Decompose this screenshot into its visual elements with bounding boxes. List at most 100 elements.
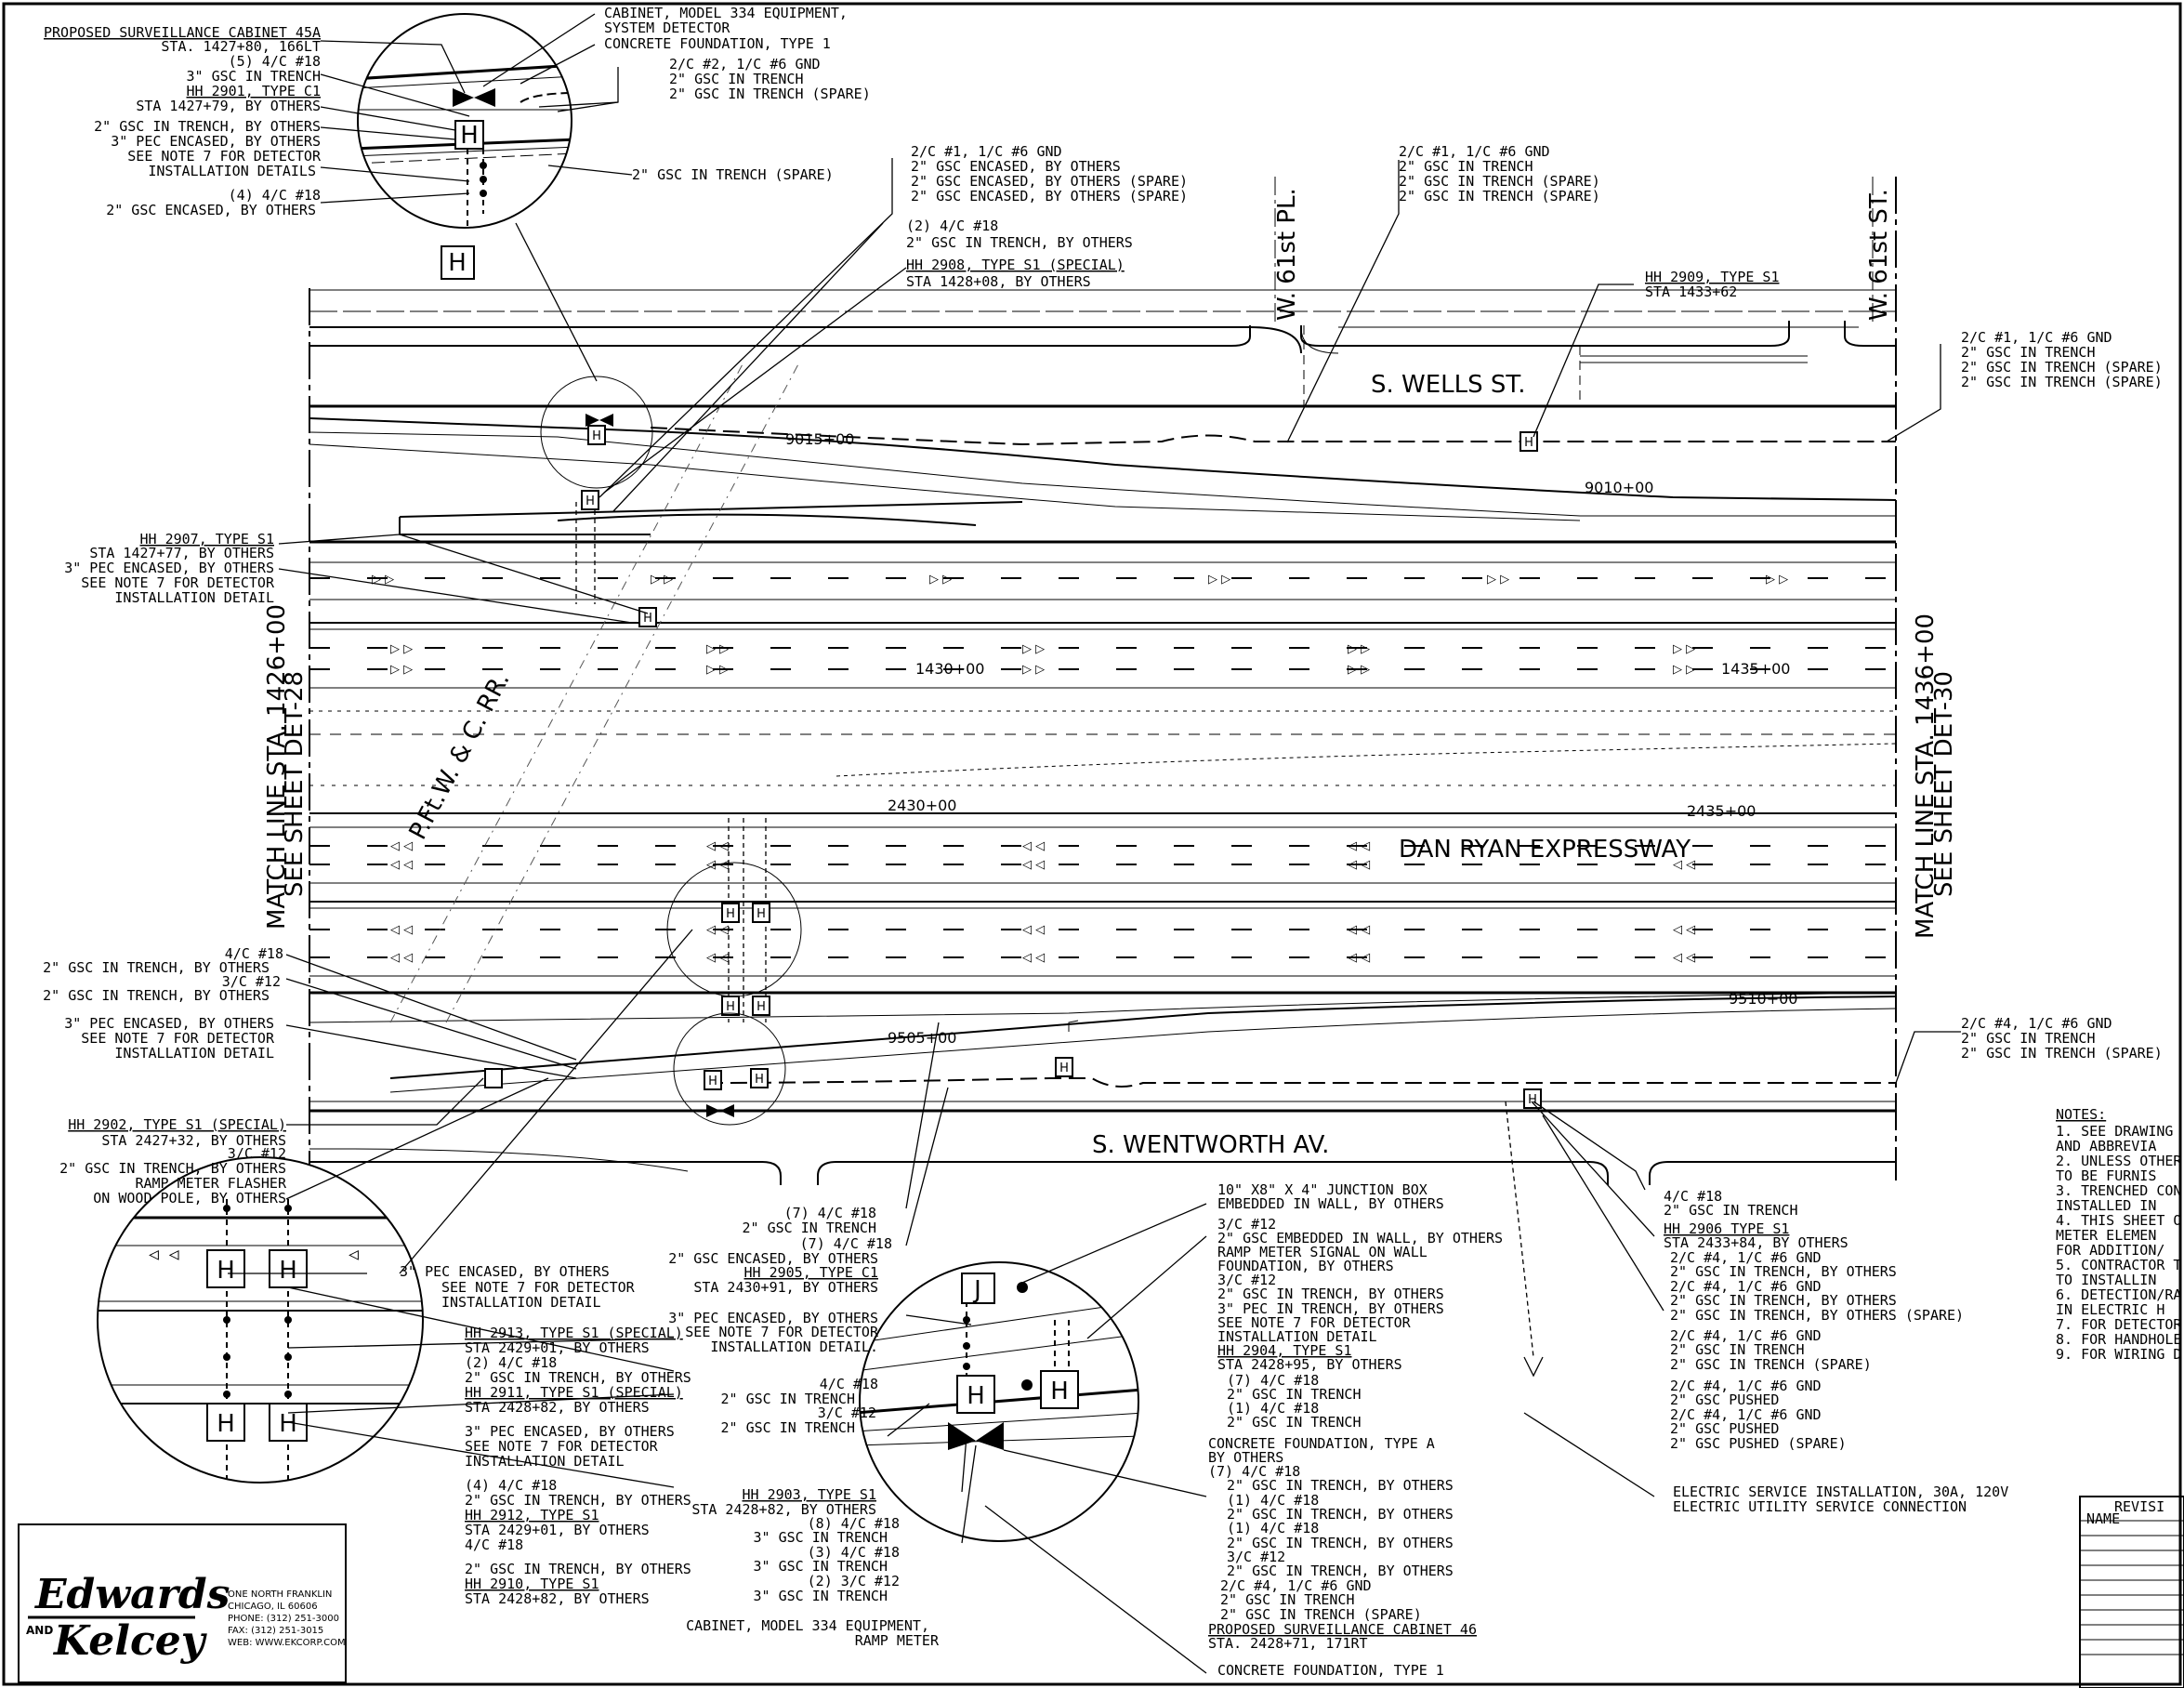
svg-text:◁ ◁: ◁ ◁ [149,1245,179,1264]
svg-text:H: H [967,1382,985,1410]
svg-text:HH 2903, TYPE S1: HH 2903, TYPE S1 [743,1486,877,1503]
svg-text:H: H [217,1410,235,1438]
callout-bottom-center: 10" X8" X 4" JUNCTION BOX EMBEDDED IN WA… [1208,1181,1503,1679]
svg-text:3" PEC ENCASED, BY OTHERS: 3" PEC ENCASED, BY OTHERS [465,1423,675,1440]
svg-text:3" GSC IN TRENCH: 3" GSC IN TRENCH [754,1558,888,1575]
handhole-2905: H [1055,1057,1073,1077]
svg-text:(1) 4/C #18: (1) 4/C #18 [1227,1400,1319,1417]
svg-text:STA 1427+79, BY OTHERS: STA 1427+79, BY OTHERS [136,98,321,114]
svg-text:SEE NOTE 7 FOR DETECTOR: SEE NOTE 7 FOR DETECTOR [685,1324,879,1340]
svg-text:7. FOR DETECTOR: 7. FOR DETECTOR [2056,1316,2182,1333]
svg-text:HH 2906 TYPE S1: HH 2906 TYPE S1 [1664,1220,1789,1237]
svg-text:H: H [1524,436,1533,450]
svg-text:2" GSC IN TRENCH: 2" GSC IN TRENCH [1670,1341,1805,1358]
svg-text:H: H [585,495,595,508]
roadway-linework [309,177,1897,1358]
svg-text:3/C #12: 3/C #12 [1217,1272,1276,1288]
svg-text:◁ ◁: ◁ ◁ [1673,858,1695,872]
street-w61pl: W. 61st PL. [1273,188,1301,321]
station-1435: 1435+00 [1721,660,1790,678]
cabinet-46-symbol [706,1104,734,1117]
matchline-left-sheet: SEE SHEET DET-28 [281,671,309,897]
svg-text:3. TRENCHED CON: 3. TRENCHED CON [2056,1182,2181,1199]
svg-text:3" GSC IN TRENCH: 3" GSC IN TRENCH [754,1588,888,1604]
svg-text:▷ ▷: ▷ ▷ [1487,573,1509,587]
svg-text:(4) 4/C #18: (4) 4/C #18 [229,187,321,204]
svg-text:HH 2911, TYPE S1 (SPECIAL): HH 2911, TYPE S1 (SPECIAL) [465,1384,683,1401]
svg-text:SYSTEM DETECTOR: SYSTEM DETECTOR [604,20,730,36]
svg-text:IN ELECTRIC H: IN ELECTRIC H [2056,1301,2164,1318]
svg-text:◁ ◁: ◁ ◁ [1348,858,1370,872]
callout-top-right: 2/C #1, 1/C #6 GND 2" GSC IN TRENCH 2" G… [1399,143,1780,300]
svg-text:1. SEE DRAWING: 1. SEE DRAWING [2056,1123,2173,1140]
svg-text:STA 1428+08, BY OTHERS: STA 1428+08, BY OTHERS [906,273,1091,290]
callout-bottom-mid: (7) 4/C #18 2" GSC IN TRENCH (7) 4/C #18… [668,1205,940,1649]
svg-text:2" GSC IN TRENCH, BY OTHERS: 2" GSC IN TRENCH, BY OTHERS [1227,1506,1454,1523]
svg-text:▷ ▷: ▷ ▷ [1022,663,1045,677]
svg-text:HH 2908, TYPE S1 (SPECIAL): HH 2908, TYPE S1 (SPECIAL) [906,257,1125,273]
svg-text:▷ ▷: ▷ ▷ [1348,663,1370,677]
svg-text:2" GSC IN TRENCH (SPARE): 2" GSC IN TRENCH (SPARE) [632,166,834,183]
svg-text:2" GSC PUSHED: 2" GSC PUSHED [1670,1391,1779,1408]
svg-text:STA 2428+82, BY OTHERS: STA 2428+82, BY OTHERS [465,1590,650,1607]
svg-text:TO BE FURNIS: TO BE FURNIS [2056,1167,2156,1184]
revisions-table: REVISI NAME [2079,1496,2184,1688]
svg-text:2" GSC ENCASED, BY OTHERS: 2" GSC ENCASED, BY OTHERS [668,1250,878,1267]
svg-text:▷ ▷: ▷ ▷ [390,663,413,677]
svg-text:◁ ◁: ◁ ◁ [390,858,413,872]
svg-text:STA 2433+84, BY OTHERS: STA 2433+84, BY OTHERS [1664,1234,1849,1251]
svg-text:◁ ◁: ◁ ◁ [390,923,413,937]
svg-text:2" GSC IN TRENCH, BY OTHERS: 2" GSC IN TRENCH, BY OTHERS [1227,1563,1454,1579]
svg-text:INSTALLATION DETAILS: INSTALLATION DETAILS [148,163,316,179]
matchline-right-sheet: SEE SHEET DET-30 [1930,671,1958,897]
svg-text:CONCRETE FOUNDATION, TYPE 1: CONCRETE FOUNDATION, TYPE 1 [1217,1662,1444,1679]
handhole-2907: H [638,607,657,627]
street-wells: S. WELLS ST. [1371,371,1525,399]
svg-text:2" GSC PUSHED (SPARE): 2" GSC PUSHED (SPARE) [1670,1435,1847,1452]
svg-text:H: H [279,1410,297,1438]
svg-text:◁: ◁ [349,1245,359,1264]
handhole-2909: H [1520,431,1538,452]
callout-bottom-right: 4/C #18 2" GSC IN TRENCH HH 2906 TYPE S1… [1664,1188,2008,1515]
detail-circle-top: H H [357,13,572,280]
svg-text:4/C #18: 4/C #18 [1664,1188,1722,1205]
svg-text:STA. 2428+71, 171RT: STA. 2428+71, 171RT [1208,1635,1368,1652]
svg-text:(7) 4/C #18: (7) 4/C #18 [800,1235,892,1252]
svg-text:2" GSC IN TRENCH: 2" GSC IN TRENCH [1961,344,2096,361]
handhole-2912: H [752,903,770,923]
svg-text:2" GSC IN TRENCH: 2" GSC IN TRENCH [1220,1591,1355,1608]
svg-text:INSTALLATION DETAIL.: INSTALLATION DETAIL. [710,1339,878,1355]
svg-text:◁ ◁: ◁ ◁ [1673,923,1695,937]
handhole-2913: H [721,903,740,923]
svg-text:PROPOSED SURVEILLANCE CABINET: PROPOSED SURVEILLANCE CABINET 46 [1208,1621,1477,1638]
svg-text:2/C #2, 1/C #6 GND: 2/C #2, 1/C #6 GND [669,56,821,73]
svg-text:SEE NOTE 7 FOR DETECTOR: SEE NOTE 7 FOR DETECTOR [127,148,322,165]
callout-top-left: PROPOSED SURVEILLANCE CABINET 45A STA. 1… [44,24,322,218]
svg-text:RAMP METER SIGNAL ON WALL: RAMP METER SIGNAL ON WALL [1217,1244,1427,1260]
svg-text:◁ ◁: ◁ ◁ [1022,923,1045,937]
svg-text:2" GSC IN TRENCH, BY OTHERS: 2" GSC IN TRENCH, BY OTHERS [465,1561,691,1577]
svg-text:2" GSC IN TRENCH: 2" GSC IN TRENCH [743,1220,877,1236]
svg-text:SEE NOTE 7 FOR DETECTOR: SEE NOTE 7 FOR DETECTOR [1217,1314,1412,1331]
svg-text:2" GSC IN TRENCH, BY OTHERS: 2" GSC IN TRENCH, BY OTHERS [1670,1263,1897,1280]
station-9505: 9505+00 [888,1029,956,1047]
svg-text:H: H [757,907,766,921]
svg-text:3" PEC ENCASED, BY OTHERS: 3" PEC ENCASED, BY OTHERS [111,133,321,150]
svg-text:2/C #4, 1/C #6 GND: 2/C #4, 1/C #6 GND [1961,1015,2112,1032]
svg-text:▷ ▷: ▷ ▷ [1208,573,1230,587]
svg-text:CABINET, MODEL 334 EQUIPMENT,: CABINET, MODEL 334 EQUIPMENT, [604,5,848,21]
svg-text:▷ ▷: ▷ ▷ [390,642,413,656]
svg-text:SEE NOTE 7 FOR DETECTOR: SEE NOTE 7 FOR DETECTOR [441,1279,636,1296]
logo-fax: FAX: (312) 251-3015 [228,1626,323,1636]
svg-text:2/C #4, 1/C #6 GND: 2/C #4, 1/C #6 GND [1670,1278,1822,1295]
svg-text:3/C #12: 3/C #12 [1217,1216,1276,1233]
svg-text:(2) 3/C #12: (2) 3/C #12 [808,1573,900,1589]
svg-text:◁ ◁: ◁ ◁ [1022,951,1045,965]
svg-text:STA 2430+91, BY OTHERS: STA 2430+91, BY OTHERS [693,1279,878,1296]
svg-text:(3) 4/C #18: (3) 4/C #18 [808,1544,900,1561]
callout-bottom-left: 3" PEC ENCASED, BY OTHERS SEE NOTE 7 FOR… [400,1263,691,1607]
svg-text:BY OTHERS: BY OTHERS [1208,1449,1283,1466]
svg-text:STA 2427+32, BY OTHERS: STA 2427+32, BY OTHERS [101,1132,286,1149]
plan-handholes: H H H H H H H H H H H H [484,414,1542,1117]
